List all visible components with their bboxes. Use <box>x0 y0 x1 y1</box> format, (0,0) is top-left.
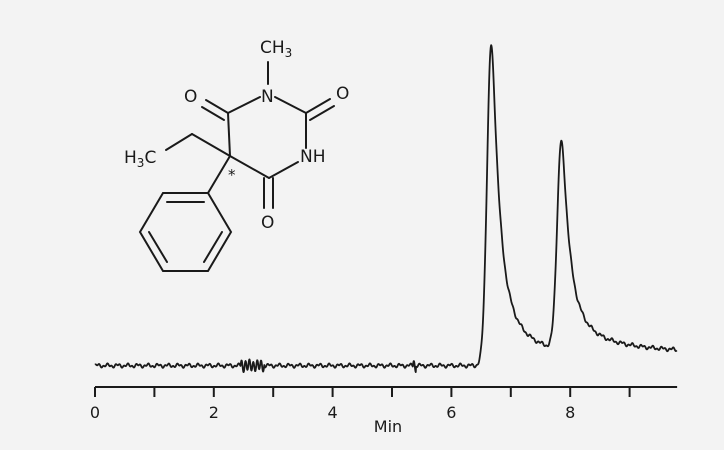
x-tick-label-4: 4 <box>328 403 338 422</box>
benzene-ring <box>138 192 233 272</box>
atom-label-h3c-h: H <box>124 148 137 168</box>
bond-ch2-ch3 <box>165 133 193 151</box>
chiral-center-mark: * <box>228 166 236 184</box>
atom-label-nh: NH <box>300 147 326 167</box>
benzene-inner-bond-3 <box>148 231 168 263</box>
x-tick-label-2: 2 <box>209 403 219 422</box>
atom-label-h3c-c: C <box>144 148 156 168</box>
bond-n3-c4 <box>268 161 299 179</box>
bond-c4-n1 <box>227 96 261 114</box>
atom-label-o-left: O <box>184 87 197 107</box>
chemical-structure <box>138 61 335 272</box>
x-tick-label-6: 6 <box>446 403 456 422</box>
x-axis: 0 2 4 6 8 <box>90 386 678 422</box>
atom-label-ch3: CH3 <box>260 38 292 60</box>
bond-c2-o <box>305 98 331 114</box>
bond-c5-c6 <box>227 112 231 157</box>
bond-n1-c2 <box>274 96 307 114</box>
chromatogram-trace <box>94 44 678 374</box>
atom-label-o-right: O <box>336 84 349 104</box>
bond-c5-ch2 <box>191 133 231 157</box>
bond-c4-c5 <box>229 155 270 179</box>
atom-label-ch3-main: CH <box>260 38 285 58</box>
structure-atom-labels: CH3 N O O NH O H3C * <box>124 38 349 233</box>
atom-label-n: N <box>261 87 274 107</box>
atom-label-ch3-sub: 3 <box>285 46 293 60</box>
bond-c6-o-double <box>201 106 225 121</box>
x-tick-label-8: 8 <box>565 403 575 422</box>
bond-c5-phenyl <box>207 155 231 194</box>
atom-label-h3c-sub: 3 <box>137 156 145 170</box>
atom-label-o-bottom: O <box>261 213 274 233</box>
bond-c2-o-double <box>309 105 335 121</box>
x-axis-label: Min <box>374 417 402 436</box>
bond-c6-o <box>205 99 229 114</box>
x-tick-label-0: 0 <box>90 403 100 422</box>
benzene-inner-bond-2 <box>203 231 223 263</box>
atom-label-h3c: H3C <box>124 148 156 170</box>
